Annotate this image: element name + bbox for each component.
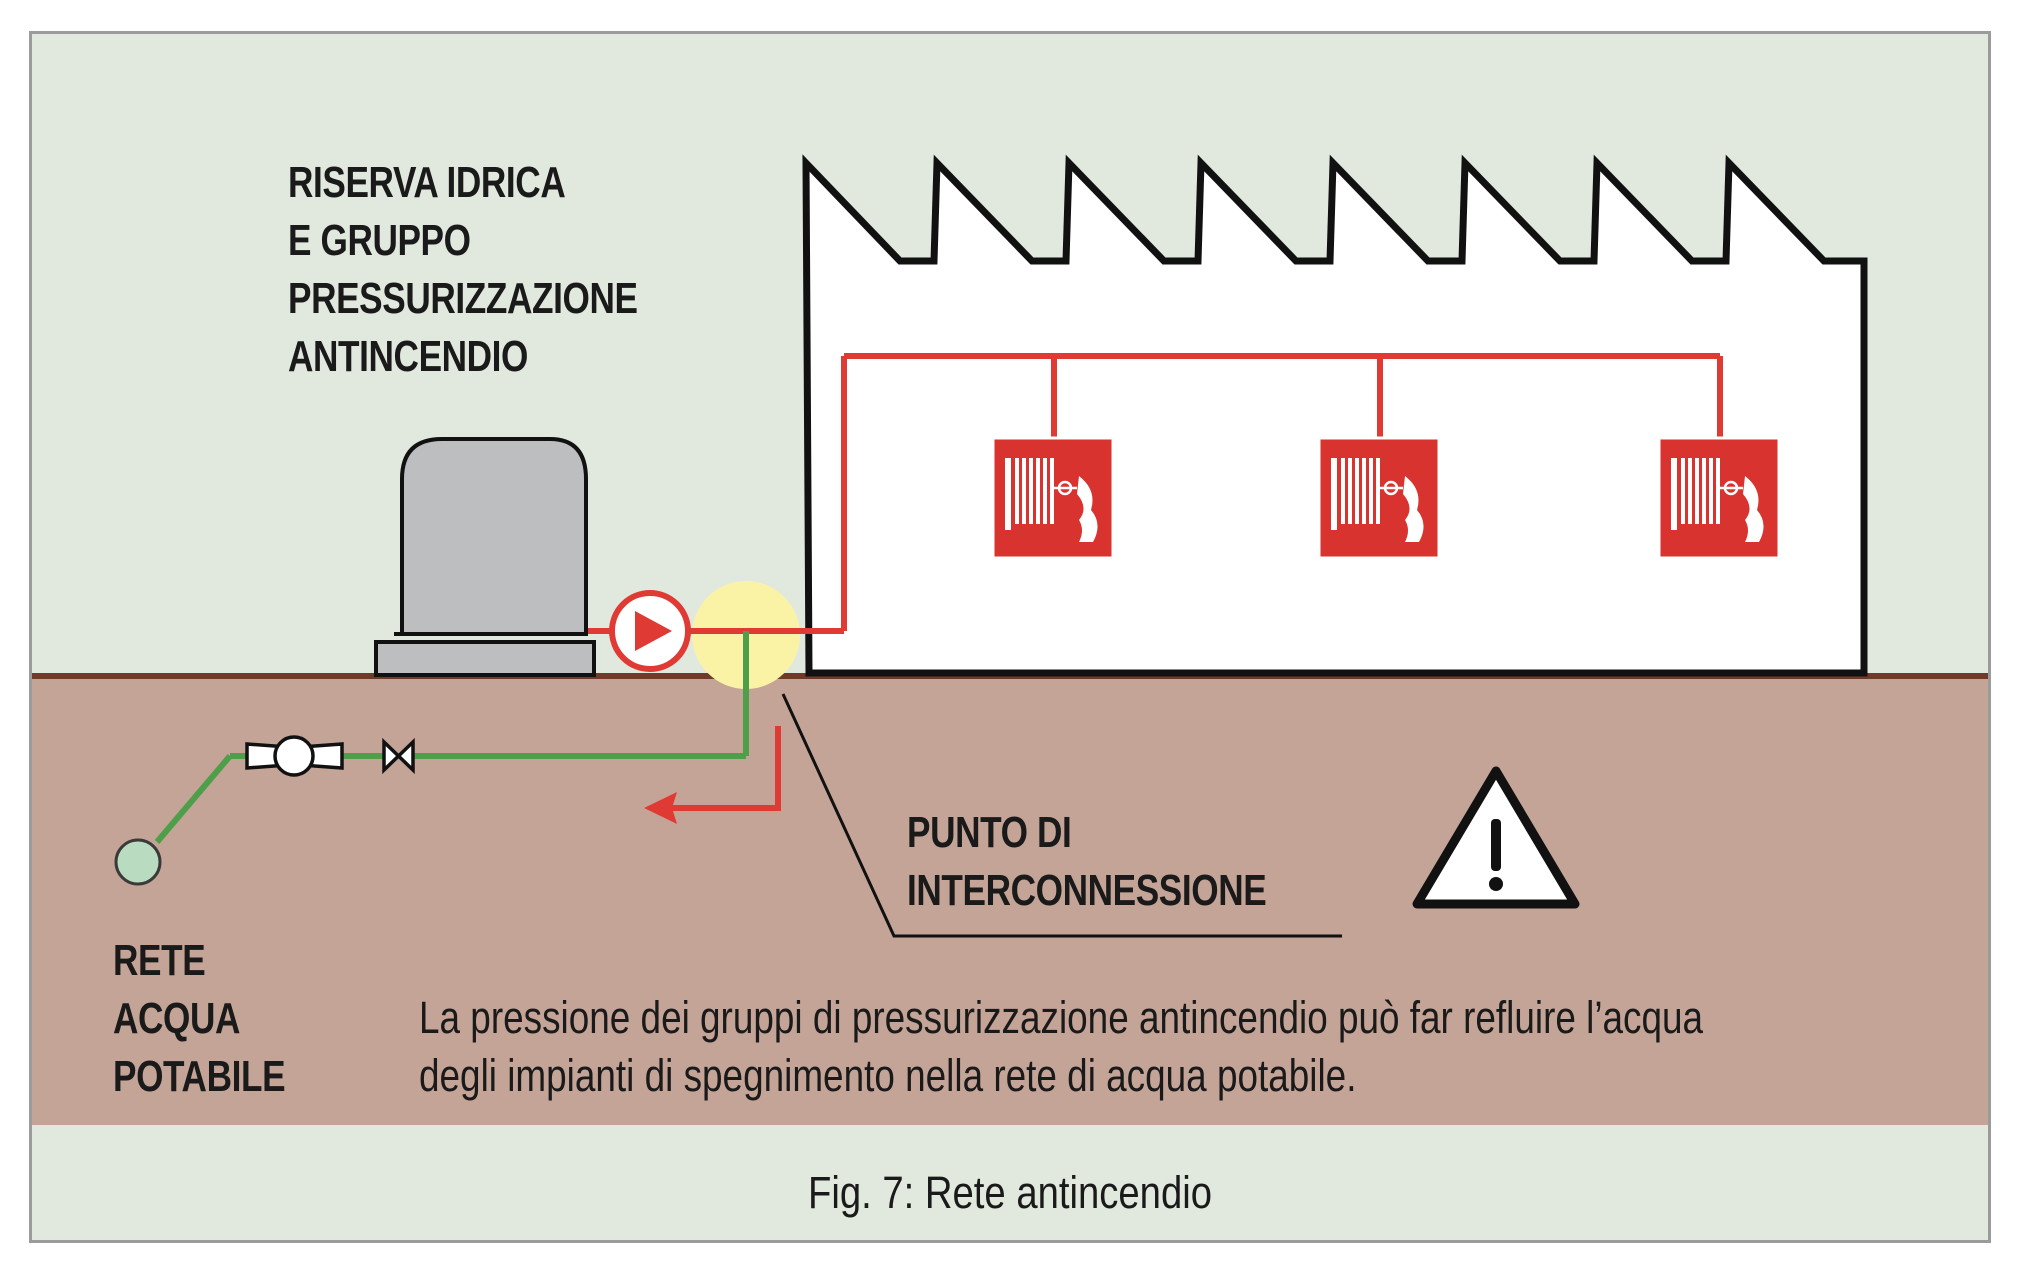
potable-network-label: RETE ACQUA POTABILE: [113, 936, 286, 1101]
fire-pipe-network: [586, 353, 1723, 634]
potable-pipe: [154, 631, 749, 844]
interconnection-label: PUNTO DI INTERCONNESSIONE: [907, 808, 1267, 915]
warning-text-line1: La pressione dei gruppi di pressurizzazi…: [419, 992, 1704, 1043]
hose-reel-icon: [1657, 436, 1781, 560]
warning-text-line2: degli impianti di spegnimento nella rete…: [419, 1050, 1357, 1101]
pump-icon: [609, 590, 691, 672]
hose-reel-icon: [991, 436, 1115, 560]
figure-caption: Fig. 7: Rete antincendio: [807, 1167, 1212, 1218]
water-source-icon: [114, 838, 162, 886]
water-tank-icon: [374, 437, 596, 677]
interconnection-leader-line: [781, 693, 1342, 938]
diagram-canvas: [114, 154, 1868, 938]
factory-building: [802, 154, 1868, 677]
water-meter-icon: [245, 735, 344, 777]
warning-triangle-icon: [1412, 766, 1580, 909]
hose-reel-icon: [1317, 436, 1441, 560]
reservoir-label: RISERVA IDRICA E GRUPPO PRESSURIZZAZIONE…: [288, 158, 638, 381]
backflow-arrow-icon: [644, 726, 781, 824]
valve-icon: [382, 737, 415, 775]
figure-frame: RISERVA IDRICA E GRUPPO PRESSURIZZAZIONE…: [29, 31, 1991, 1243]
